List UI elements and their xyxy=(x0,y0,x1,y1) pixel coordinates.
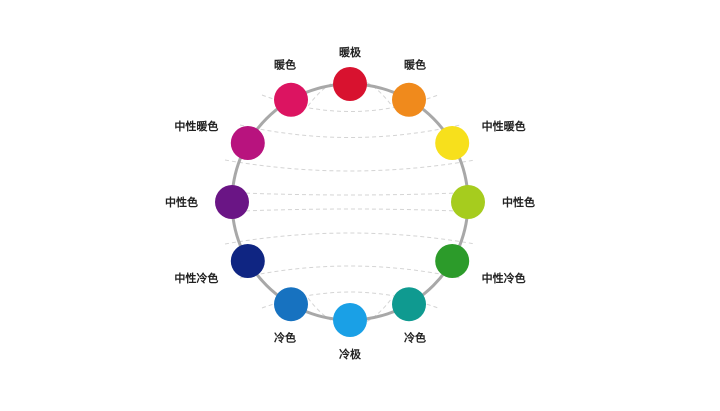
guide-lines xyxy=(217,77,483,327)
swatch-label-0: 暖极 xyxy=(339,45,362,59)
swatch-label-1: 暖色 xyxy=(404,57,426,71)
guide-curve-2 xyxy=(224,159,476,172)
color-swatch-0 xyxy=(333,67,367,101)
swatch-label-9: 中性色 xyxy=(165,195,198,209)
color-swatch-11 xyxy=(274,82,308,117)
color-swatch-3 xyxy=(451,185,485,219)
swatch-group xyxy=(215,67,485,337)
color-swatch-4 xyxy=(435,244,470,278)
swatch-label-10: 中性暖色 xyxy=(174,119,218,133)
color-swatch-2 xyxy=(435,126,470,160)
color-swatch-5 xyxy=(392,287,426,322)
swatch-label-4: 中性冷色 xyxy=(482,271,526,285)
color-swatch-10 xyxy=(230,126,265,160)
color-swatch-7 xyxy=(274,287,308,322)
swatch-label-5: 冷色 xyxy=(404,331,426,345)
color-swatch-6 xyxy=(333,303,367,337)
swatch-label-8: 中性冷色 xyxy=(174,271,218,285)
swatch-label-3: 中性色 xyxy=(502,195,535,209)
guide-curve-5 xyxy=(224,232,476,245)
guide-curve-1 xyxy=(239,124,461,138)
guide-curve-3 xyxy=(217,191,483,196)
color-swatch-9 xyxy=(215,185,249,219)
color-swatch-1 xyxy=(392,82,426,117)
color-swatch-8 xyxy=(230,244,265,278)
guide-curve-6 xyxy=(239,265,461,279)
wheel-ring xyxy=(230,82,470,322)
guide-curve-4 xyxy=(217,208,483,213)
swatch-label-11: 暖色 xyxy=(274,57,296,71)
swatch-label-6: 冷极 xyxy=(339,347,362,361)
swatch-label-7: 冷色 xyxy=(274,331,296,345)
swatch-label-2: 中性暖色 xyxy=(482,119,526,133)
